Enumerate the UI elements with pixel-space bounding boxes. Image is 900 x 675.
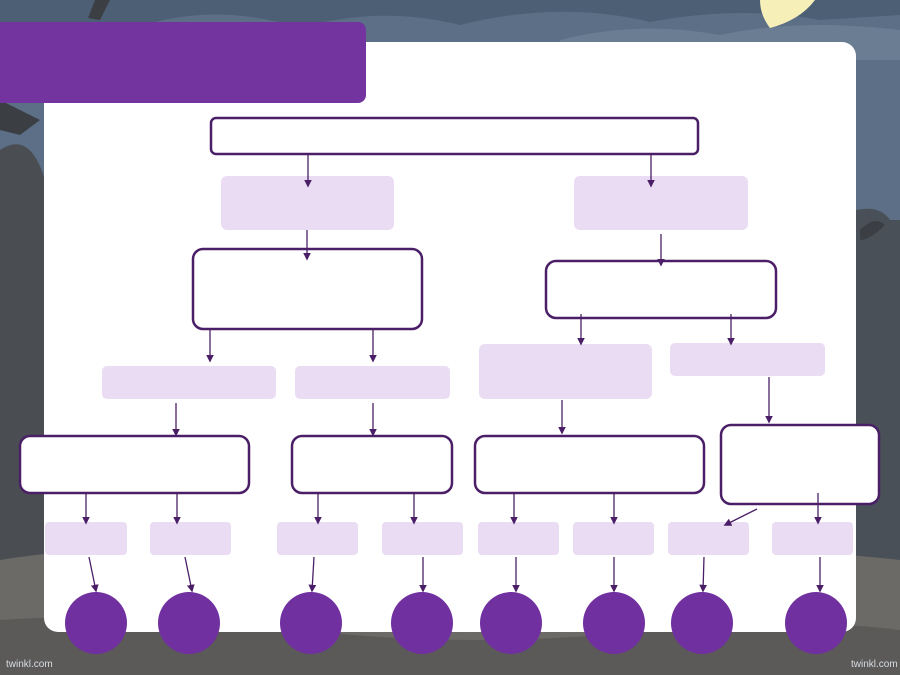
level4-box-4[interactable] xyxy=(719,423,881,506)
root-box[interactable] xyxy=(209,116,700,156)
level5-label-5[interactable] xyxy=(478,522,559,555)
leaf-circle-6[interactable] xyxy=(583,592,645,654)
watermark-right: twinkl.com xyxy=(851,659,898,670)
level2-box-right[interactable] xyxy=(544,259,778,320)
leaf-circle-5[interactable] xyxy=(480,592,542,654)
connector-arrows xyxy=(82,154,824,593)
level5-label-6[interactable] xyxy=(573,522,654,555)
level1-label-left[interactable] xyxy=(221,176,394,230)
level5-label-2[interactable] xyxy=(150,522,231,555)
title-banner xyxy=(0,22,366,103)
leaf-circle-3[interactable] xyxy=(280,592,342,654)
leaf-circle-2[interactable] xyxy=(158,592,220,654)
level3-label-2[interactable] xyxy=(295,366,450,399)
level4-box-2[interactable] xyxy=(290,434,454,495)
leaf-circle-1[interactable] xyxy=(65,592,127,654)
level3-label-1[interactable] xyxy=(102,366,276,399)
level1-label-right[interactable] xyxy=(574,176,748,230)
leaf-circle-8[interactable] xyxy=(785,592,847,654)
level2-box-left[interactable] xyxy=(191,247,424,331)
level3-label-3[interactable] xyxy=(479,344,652,399)
level5-label-8[interactable] xyxy=(772,522,853,555)
level4-box-3[interactable] xyxy=(473,434,706,495)
moon-icon xyxy=(760,0,815,28)
level5-label-3[interactable] xyxy=(277,522,358,555)
leaf-circle-4[interactable] xyxy=(391,592,453,654)
level4-box-1[interactable] xyxy=(18,434,251,495)
watermark-left: twinkl.com xyxy=(6,659,53,670)
level5-label-4[interactable] xyxy=(382,522,463,555)
level3-label-4[interactable] xyxy=(670,343,825,376)
level5-label-1[interactable] xyxy=(45,522,127,555)
level5-label-7[interactable] xyxy=(668,522,749,555)
leaf-circle-7[interactable] xyxy=(671,592,733,654)
